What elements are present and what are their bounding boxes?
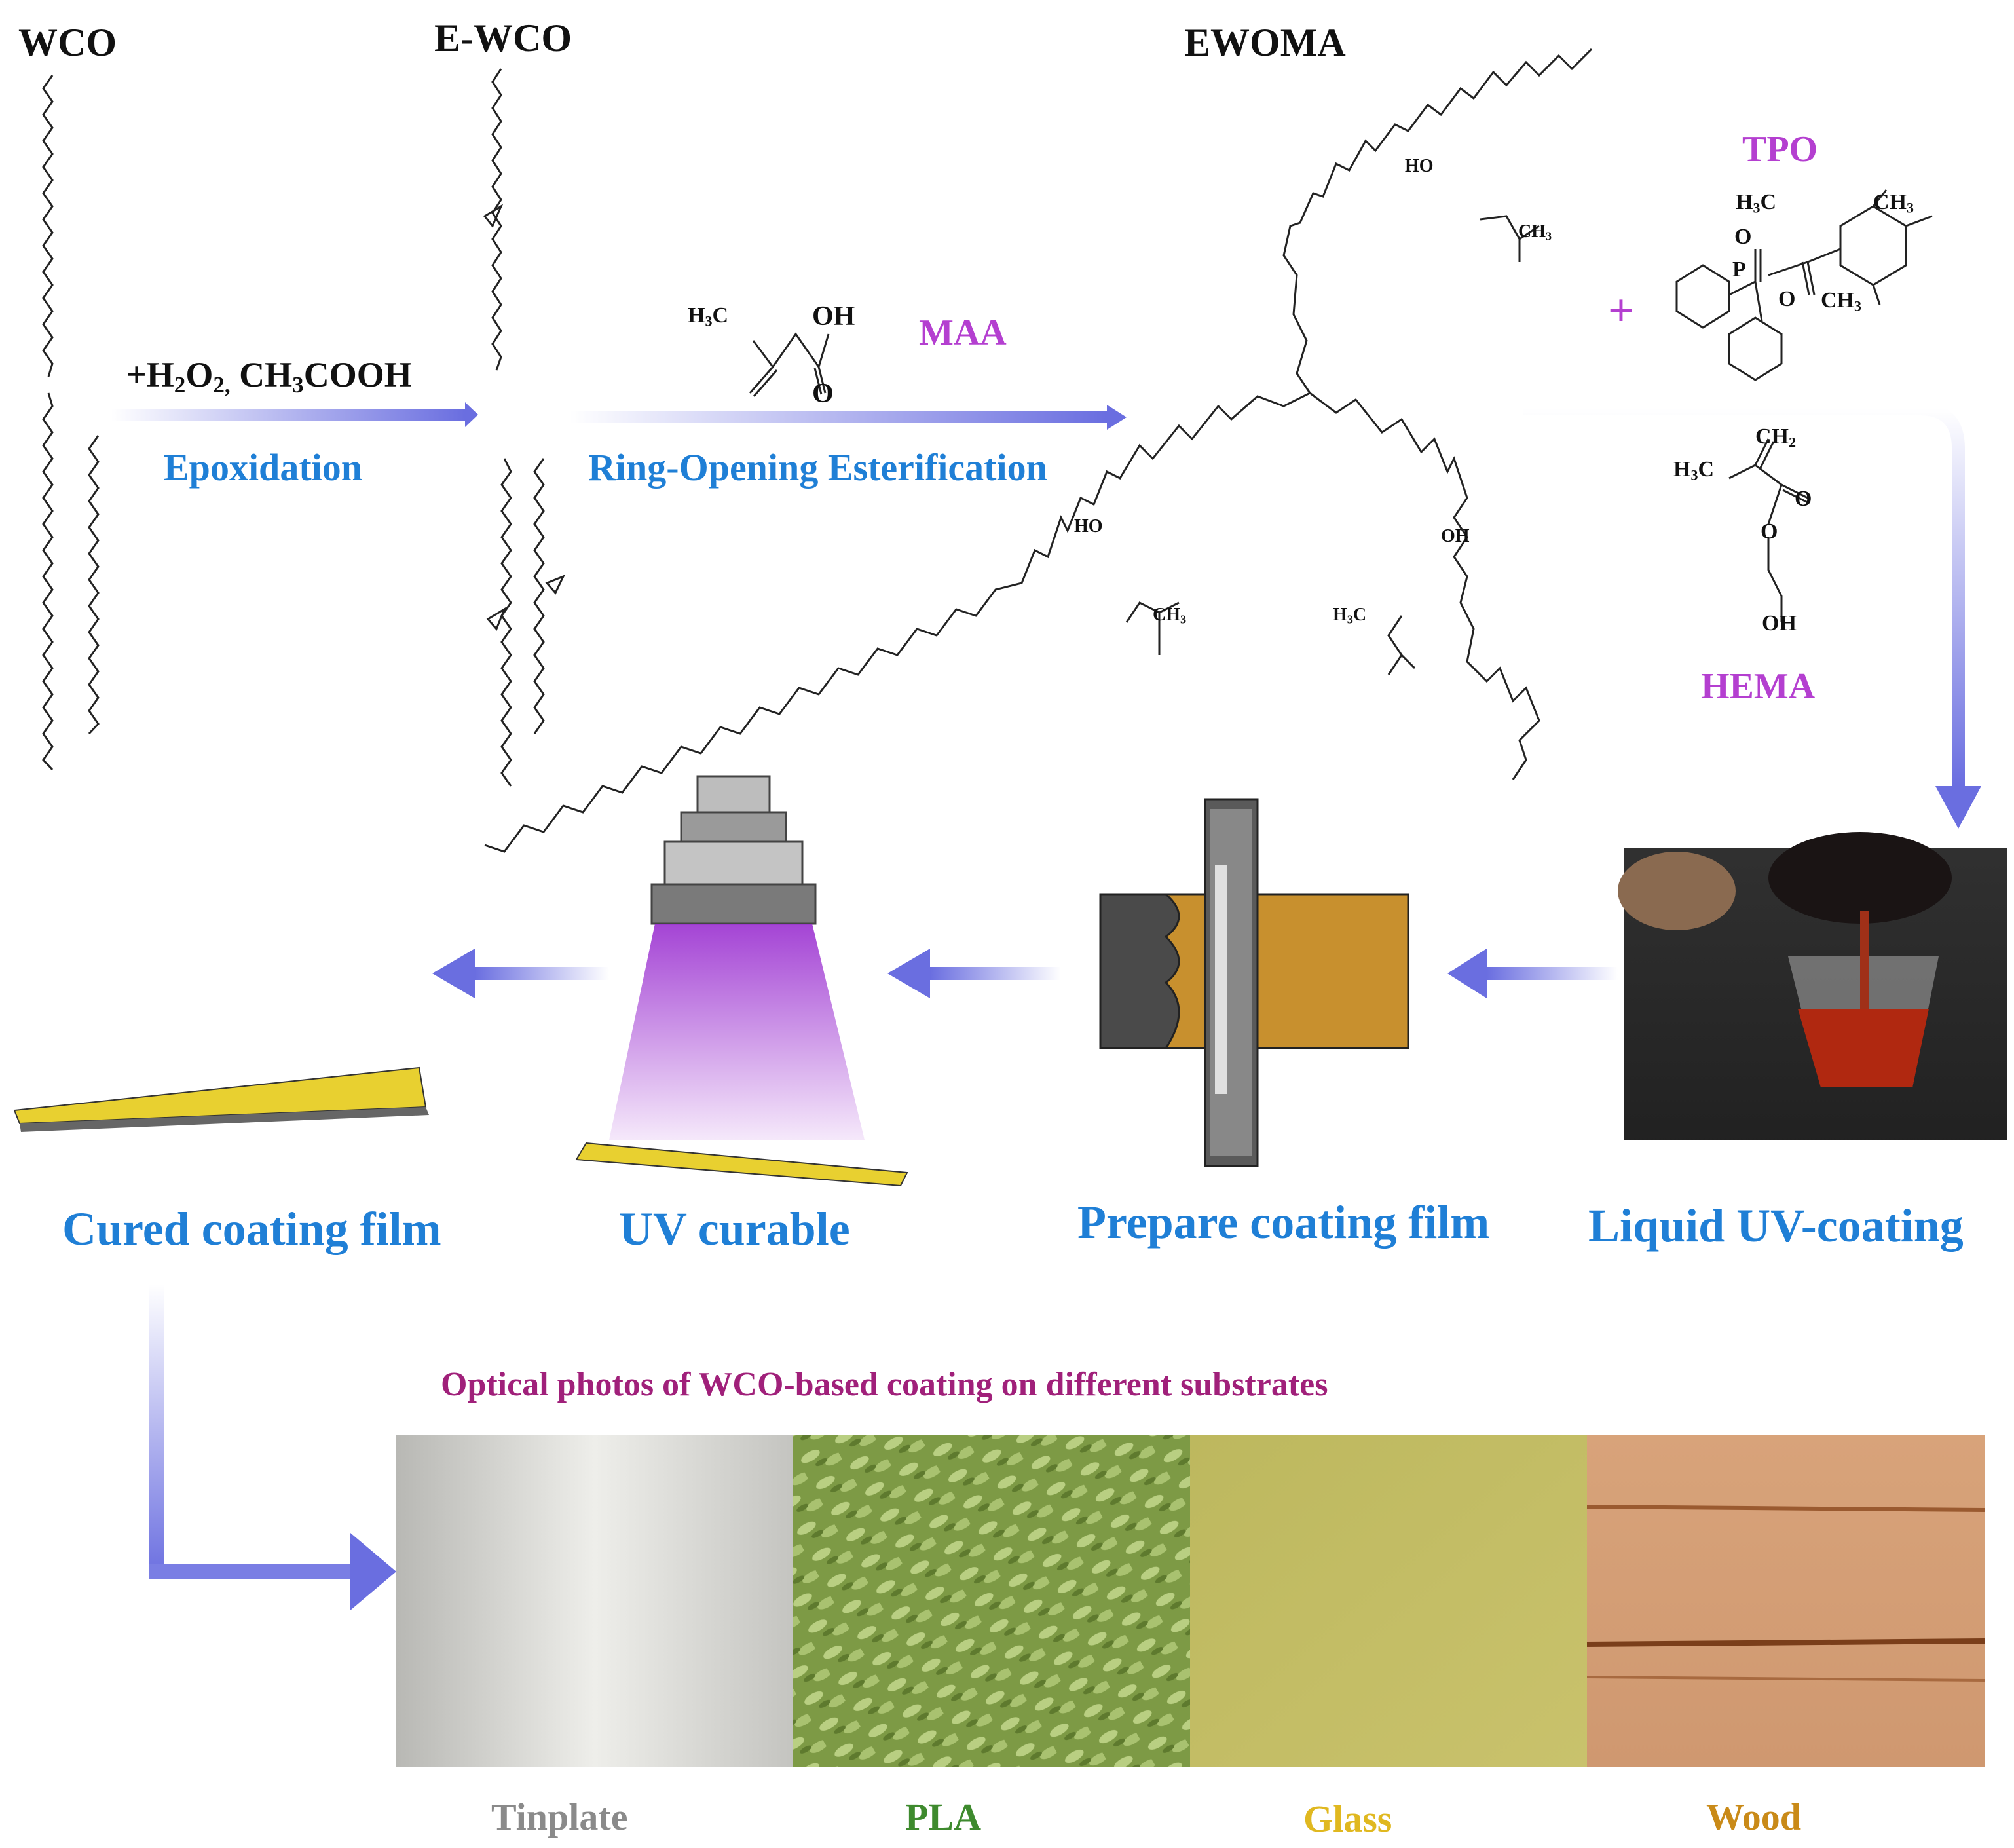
ewoma-ho-left: HO <box>1074 516 1103 537</box>
arrow-uv-to-cured-head <box>432 949 475 998</box>
hema-structure <box>1728 438 1810 622</box>
hema-o-carbonyl: O <box>1795 487 1812 511</box>
tinplate-caption: Tinplate <box>491 1796 628 1838</box>
formulation-arrow <box>1523 402 1965 786</box>
tpo-ch3-right: CH3 <box>1873 190 1914 216</box>
ewco-label: E-WCO <box>434 16 572 60</box>
ewoma-ch3-left: CH3 <box>1153 605 1187 626</box>
arrow-liquid-to-prepare <box>1487 967 1618 980</box>
hema-label: HEMA <box>1701 666 1816 707</box>
uv-curable-label: UV curable <box>619 1203 850 1255</box>
prepare-coating-film-label: Prepare coating film <box>1077 1196 1490 1249</box>
tpo-p: P <box>1732 257 1746 282</box>
maa-o: O <box>812 379 834 409</box>
esterification-arrow-head <box>1107 405 1127 430</box>
epoxidation-label: Epoxidation <box>164 446 362 489</box>
glass-photo <box>1190 1435 1587 1767</box>
wood-caption: Wood <box>1706 1796 1802 1838</box>
tpo-h3c: H3C <box>1736 190 1777 216</box>
liquid-uv-coating-label: Liquid UV-coating <box>1588 1199 1964 1252</box>
maa-oh: OH <box>812 301 855 331</box>
formulation-arrow-head <box>1935 786 1981 829</box>
cured-coating-film-label: Cured coating film <box>62 1203 441 1255</box>
glass-caption: Glass <box>1303 1798 1392 1840</box>
ewco-structure <box>483 68 566 787</box>
liquid-coating-photo <box>1618 832 2007 1140</box>
pla-caption: PLA <box>905 1796 981 1838</box>
maa-structure <box>749 332 830 397</box>
cured-film-illustration <box>13 1066 429 1132</box>
ewoma-ch3-top: CH3 <box>1518 221 1552 243</box>
substrates-title: Optical photos of WCO-based coating on d… <box>441 1366 1328 1403</box>
arrow-cured-to-substrates-vertical <box>149 1284 164 1579</box>
tpo-ch3-bottom: CH3 <box>1821 288 1862 314</box>
arrow-cured-to-substrates-horizontal <box>149 1564 352 1579</box>
plus-sign: + <box>1608 286 1634 336</box>
tpo-structure <box>1675 189 1933 381</box>
hema-oh: OH <box>1762 611 1797 635</box>
wood-photo <box>1587 1435 1985 1767</box>
ewoma-h3c-right: H3C <box>1333 605 1367 626</box>
ewoma-structure <box>484 48 1593 853</box>
uv-lamp-illustration <box>575 775 908 1187</box>
arrow-prepare-to-uv <box>930 967 1061 980</box>
hema-ch2: CH2 <box>1755 424 1797 451</box>
ewoma-oh-right: OH <box>1441 526 1470 546</box>
tpo-o-side: O <box>1778 287 1796 311</box>
esterification-arrow <box>570 411 1107 423</box>
tpo-o-top: O <box>1734 225 1752 249</box>
arrow-liquid-to-prepare-head <box>1447 949 1487 998</box>
esterification-label: Ring-Opening Esterification <box>588 446 1047 489</box>
hema-o-ester: O <box>1761 519 1778 544</box>
arrow-cured-to-substrates-head <box>350 1533 396 1610</box>
ewoma-label: EWOMA <box>1184 21 1346 64</box>
hema-h3c: H3C <box>1673 457 1715 483</box>
wco-structure <box>42 75 100 771</box>
epoxidation-arrow-head <box>465 402 478 427</box>
tinplate-photo <box>396 1435 793 1767</box>
arrow-uv-to-cured <box>475 967 609 980</box>
epoxidation-reagents: +H2O2, CH3COOH <box>126 355 412 398</box>
maa-label: MAA <box>919 312 1007 353</box>
ewoma-ho-top: HO <box>1405 156 1434 176</box>
maa-h3c: H3C <box>688 303 729 330</box>
prepare-film-illustration <box>1099 798 1409 1167</box>
tpo-label: TPO <box>1742 129 1818 170</box>
substrate-photos <box>396 1435 1985 1767</box>
epoxidation-arrow <box>111 409 465 421</box>
pla-photo <box>793 1435 1190 1767</box>
arrow-prepare-to-uv-head <box>887 949 930 998</box>
wco-label: WCO <box>18 21 117 64</box>
